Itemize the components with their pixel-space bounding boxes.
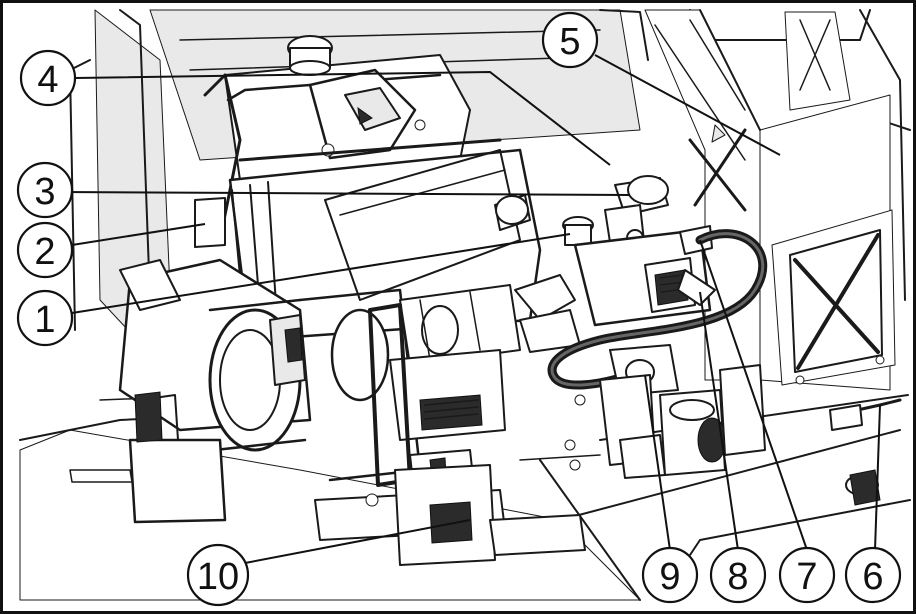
- leader-3: [59, 191, 631, 196]
- left-brackets: [69, 197, 601, 566]
- protective-cage: [644, 9, 896, 391]
- callout-3-label: 3: [34, 171, 55, 213]
- callout-6-label: 6: [862, 556, 883, 598]
- callout-10: 10: [186, 543, 250, 607]
- leader-7: [699, 239, 808, 551]
- callout-3: 3: [16, 161, 74, 219]
- leader-9: [644, 374, 671, 551]
- leader-6: [874, 404, 881, 551]
- callout-10-label: 10: [197, 556, 239, 598]
- callout-9: 9: [641, 546, 699, 604]
- leader-2: [71, 223, 206, 246]
- callout-8-label: 8: [727, 556, 748, 598]
- leader-10: [244, 519, 471, 564]
- callout-7-label: 7: [796, 556, 817, 598]
- leader-4: [74, 70, 611, 166]
- callout-2: 2: [16, 221, 74, 279]
- callout-6: 6: [844, 546, 902, 604]
- leader-lines: [59, 54, 881, 564]
- callout-7: 7: [778, 546, 836, 604]
- callout-4: 4: [19, 49, 77, 107]
- leader-1: [71, 233, 571, 314]
- callout-5-label: 5: [559, 21, 580, 63]
- callout-1-label: 1: [34, 299, 55, 341]
- callout-2-label: 2: [34, 231, 55, 273]
- callout-9-label: 9: [659, 556, 680, 598]
- leader-5: [594, 54, 781, 156]
- callout-8: 8: [709, 546, 767, 604]
- callout-5: 5: [541, 11, 599, 69]
- callout-1: 1: [16, 289, 74, 347]
- engine-block: [118, 35, 586, 501]
- leader-8: [699, 291, 739, 551]
- callout-4-label: 4: [37, 59, 58, 101]
- pump-assembly: [494, 175, 902, 506]
